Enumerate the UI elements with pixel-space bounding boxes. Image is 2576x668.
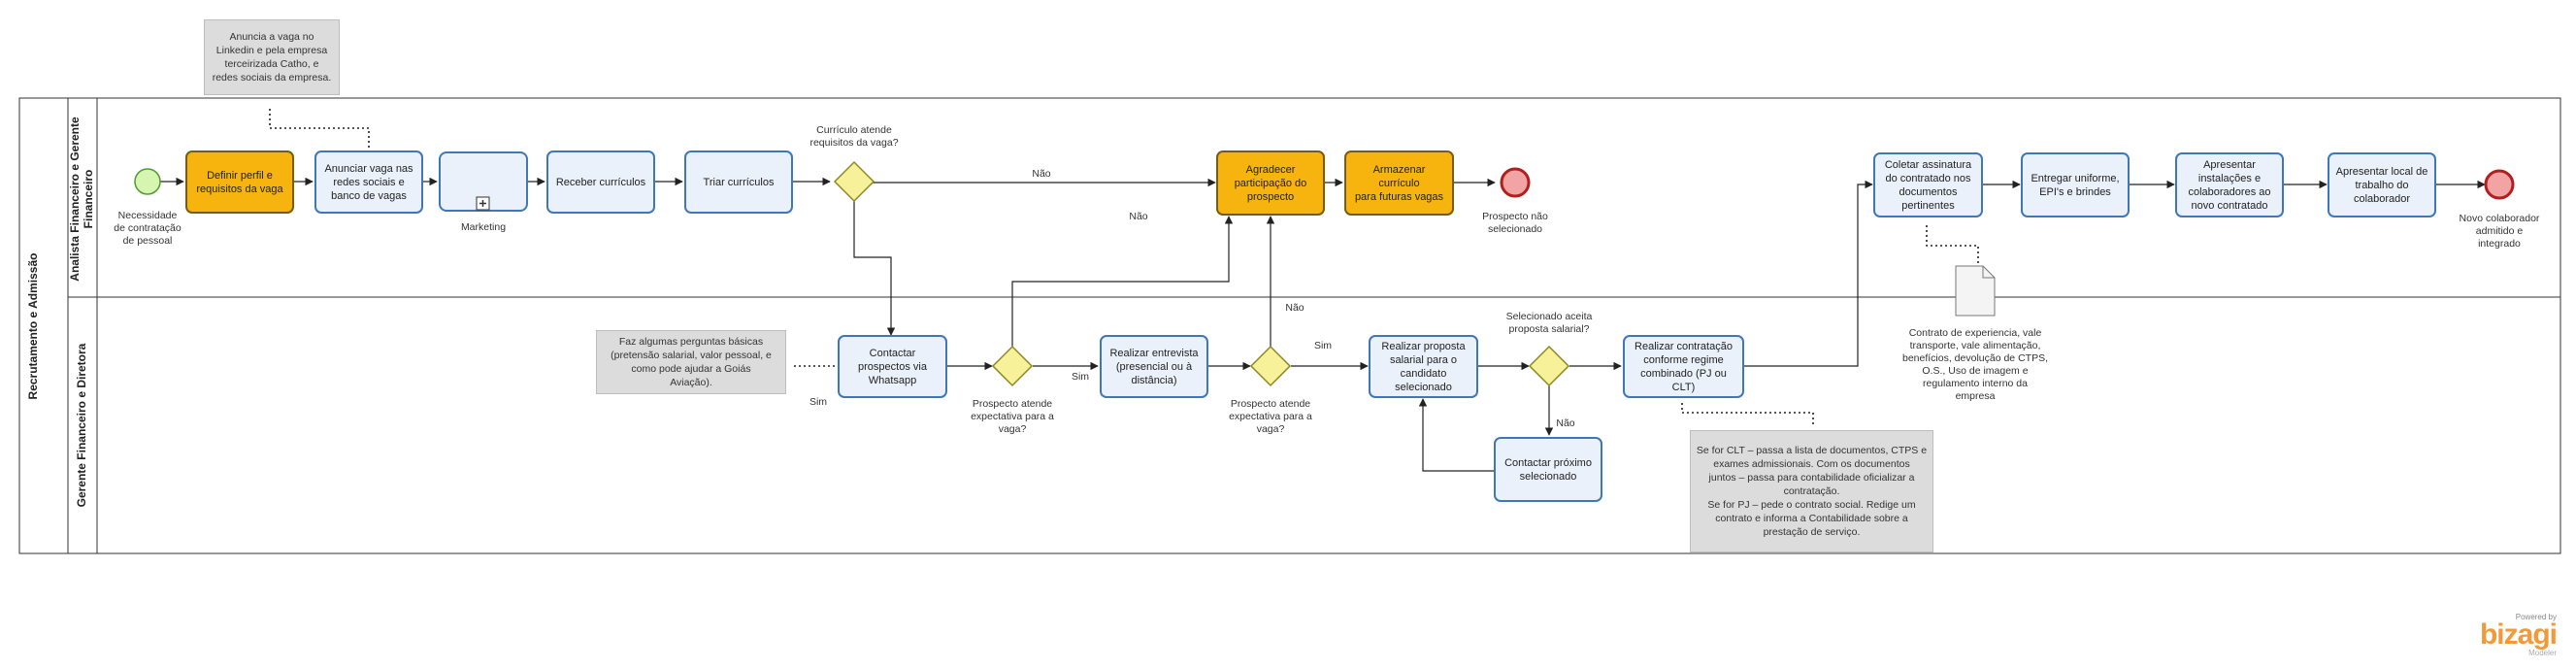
flow-label-nao-3: Não: [1285, 302, 1305, 314]
task-contactar-whatsapp[interactable]: Contactar prospectos via Whatsapp: [838, 335, 947, 398]
flow-label-nao-2: Não: [1129, 211, 1148, 222]
task-realizar-contratacao[interactable]: Realizar contratação conforme regime com…: [1623, 335, 1744, 398]
brand-name: bizagi: [2479, 618, 2558, 651]
document-artifact: [1955, 265, 1996, 317]
task-definir-perfil[interactable]: Definir perfil e requisitos da vaga: [185, 150, 294, 214]
gateway-curriculo: [833, 160, 875, 203]
end-event-nao-label: Prospecto não selecionado: [1482, 211, 1548, 235]
task-proposta-salarial[interactable]: Realizar proposta salarial para o candid…: [1369, 335, 1478, 398]
gateway-aceita-proposta: [1528, 345, 1570, 387]
lane-title-analista: Analista Financeiro e Gerente Financeiro: [68, 117, 95, 282]
pool-frame: [18, 97, 2561, 554]
end-event-nao-selecionado: [1500, 167, 1531, 198]
bizagi-logo: Powered by bizagi Modeler: [2479, 613, 2558, 657]
lane-title-gerente: Gerente Financeiro e Diretora: [75, 343, 88, 508]
annotation-perguntas: Faz algumas perguntas básicas (pretensão…: [596, 330, 786, 394]
brand-modeler: Modeler: [2528, 649, 2557, 657]
flow-label-nao-1: Não: [1032, 168, 1051, 180]
gateway-curriculo-label: Currículo atende requisitos da vaga?: [809, 124, 899, 149]
end-event-final-label: Novo colaborador admitido e integrado: [2459, 213, 2540, 250]
gateway-prospecto-2-label: Prospecto atende expectativa para a vaga…: [1229, 398, 1312, 435]
sequence-flows: [160, 177, 2486, 472]
gateway-aceita-label: Selecionado aceita proposta salarial?: [1505, 311, 1593, 335]
flow-label-sim-2: Sim: [1071, 371, 1090, 383]
gateway-prospecto-1-label: Prospecto atende expectativa para a vaga…: [971, 398, 1054, 435]
start-event: [134, 168, 161, 195]
subprocess-marketing-label: Marketing: [460, 221, 507, 233]
pool-title: Recrutamento e Admissão: [26, 252, 40, 400]
task-armazenar[interactable]: Armazenar currículo para futuras vagas: [1344, 150, 1454, 216]
task-apresentar-instalacoes[interactable]: Apresentar instalações e colaboradores a…: [2175, 152, 2284, 217]
gateway-prospecto-1: [991, 345, 1034, 387]
flow-label-sim-1: Sim: [809, 396, 828, 408]
task-entregar-uniforme[interactable]: Entregar uniforme, EPI's e brindes: [2021, 152, 2130, 217]
associations: [269, 108, 1979, 427]
annotation-anuncia: Anuncia a vaga no Linkedin e pela empres…: [204, 19, 340, 95]
task-contactar-proximo[interactable]: Contactar próximo selecionado: [1494, 437, 1602, 502]
end-event-final: [2484, 169, 2515, 200]
flow-label-sim-3: Sim: [1313, 340, 1333, 351]
gateway-prospecto-2: [1249, 345, 1292, 387]
subprocess-marketing[interactable]: [439, 151, 528, 212]
brand-powered: Powered by: [2515, 613, 2557, 621]
task-agradecer[interactable]: Agradecer participação do prospecto: [1216, 150, 1325, 216]
annotation-clt-pj: Se for CLT – passa a lista de documentos…: [1690, 430, 1933, 552]
task-anunciar-vaga[interactable]: Anunciar vaga nas redes sociais e banco …: [314, 150, 423, 214]
task-receber-curriculos[interactable]: Receber currículos: [546, 150, 655, 214]
task-apresentar-local[interactable]: Apresentar local de trabalho do colabora…: [2328, 152, 2436, 217]
task-coletar-assinatura[interactable]: Coletar assinatura do contratado nos doc…: [1873, 152, 1983, 217]
start-event-label: Necessidade de contratação de pessoal: [114, 210, 182, 247]
task-realizar-entrevista[interactable]: Realizar entrevista (presencial ou à dis…: [1100, 335, 1208, 398]
task-triar-curriculos[interactable]: Triar currículos: [684, 150, 793, 214]
flow-label-nao-4: Não: [1556, 418, 1575, 429]
document-artifact-label: Contrato de experiencia, vale transporte…: [1901, 327, 2048, 402]
